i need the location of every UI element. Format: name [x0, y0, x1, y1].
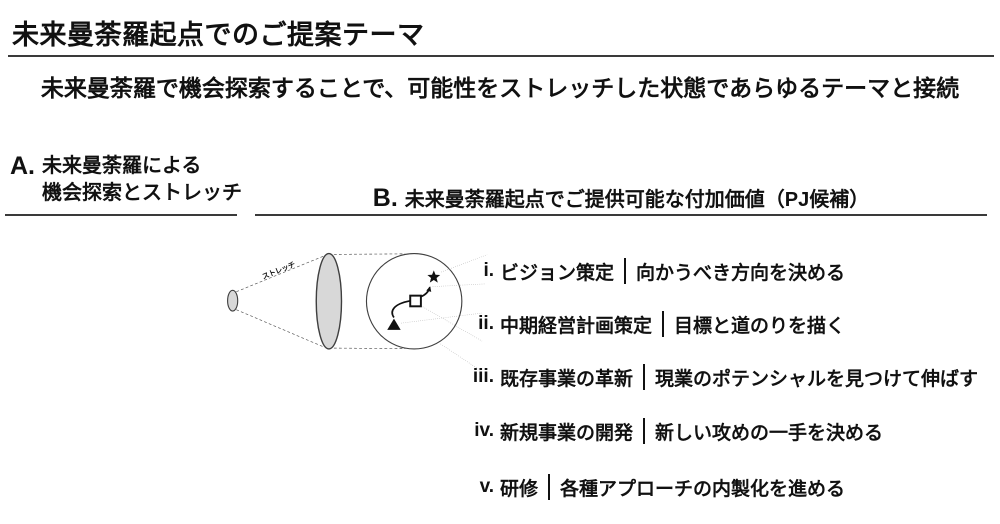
cone-line-bottom-right — [333, 347, 406, 350]
section-a-line2: 機会探索とストレッチ — [42, 182, 242, 204]
square-icon — [409, 294, 422, 308]
small-ellipse — [227, 289, 239, 312]
item-description: 向かうべき方向を決める — [636, 262, 846, 284]
item-description: 新しい攻めの一手を決める — [655, 422, 884, 444]
page-title: 未来曼荼羅起点でのご提案テーマ — [12, 20, 425, 50]
triangle-icon — [387, 318, 401, 330]
section-a-heading: A. 未来曼荼羅による 機会探索とストレッチ — [10, 153, 242, 207]
cone-line-bottom-left — [236, 309, 325, 348]
item-label: 研修 — [500, 478, 539, 500]
item-description: 各種アプローチの内製化を進める — [560, 478, 846, 500]
cone-line-top-left — [236, 255, 325, 293]
section-b-text: 未来曼荼羅起点でご提供可能な付加価値（PJ候補） — [404, 189, 870, 211]
value-item-row-ii: ii. 中期経営計画策定 目標と道のりを描く — [468, 309, 845, 339]
section-a-underline — [5, 214, 237, 216]
item-separator — [662, 311, 665, 337]
value-item-row-i: i. ビジョン策定 向かうべき方向を決める — [468, 256, 845, 286]
large-ellipse — [315, 252, 343, 350]
item-label: ビジョン策定 — [500, 262, 615, 284]
item-numeral: v. — [479, 476, 494, 497]
value-item-row-iv: iv. 新規事業の開発 新しい攻めの一手を決める — [468, 416, 883, 446]
funnel-diagram: ストレッチ — [227, 252, 488, 372]
connector-star-to-item-i — [440, 254, 488, 273]
item-numeral: iii. — [472, 366, 494, 387]
item-separator — [643, 364, 646, 390]
item-numeral: i. — [483, 260, 494, 281]
item-separator — [643, 418, 646, 444]
title-underline — [8, 55, 994, 57]
item-separator — [624, 258, 627, 284]
item-numeral: iv. — [474, 420, 494, 441]
item-label: 既存事業の革新 — [500, 368, 634, 390]
slide-subtitle: 未来曼荼羅で機会探索することで、可能性をストレッチした状態であらゆるテーマと接続 — [40, 75, 960, 101]
item-label: 新規事業の開発 — [500, 422, 634, 444]
section-b-heading: B. 未来曼荼羅起点でご提供可能な付加価値（PJ候補） — [255, 183, 987, 212]
value-item-row-iii: iii. 既存事業の革新 現業のポテンシャルを見つけて伸ばす — [468, 362, 978, 392]
cone-line-top-right — [333, 253, 406, 255]
section-b-underline — [255, 214, 987, 216]
item-label: 中期経営計画策定 — [500, 315, 653, 337]
section-a-text: 未来曼荼羅による 機会探索とストレッチ — [42, 153, 242, 207]
stretch-label: ストレッチ — [261, 260, 297, 281]
section-b-letter: B. — [372, 184, 398, 212]
section-a-line1: 未来曼荼羅による — [42, 155, 202, 177]
star-icon — [427, 270, 441, 283]
section-a-letter: A. — [10, 152, 35, 180]
path-arrow-triangle-to-square — [391, 300, 410, 319]
item-numeral: ii. — [478, 313, 494, 334]
item-description: 目標と道のりを描く — [674, 315, 846, 337]
item-separator — [548, 474, 551, 500]
connector-triangle-to-item-iii — [401, 312, 483, 324]
value-item-row-v: v. 研修 各種アプローチの内製化を進める — [468, 472, 845, 502]
item-description: 現業のポテンシャルを見つけて伸ばす — [655, 368, 979, 390]
connector-arrow-to-item-ii — [432, 283, 486, 287]
